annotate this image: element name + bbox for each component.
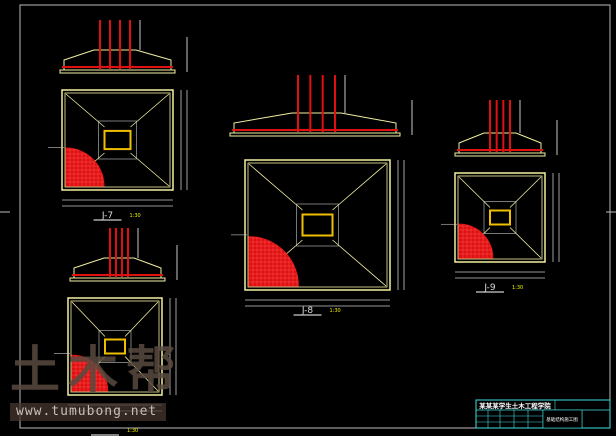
footing-1: J-7 1:30 (48, 20, 188, 221)
elevation-base (229, 132, 401, 137)
scale-label: 1:30 (127, 428, 138, 434)
footing-label: J-8 (301, 306, 314, 316)
elevation-base (69, 277, 166, 282)
slope-line (509, 227, 542, 259)
slope-line (458, 176, 491, 208)
footing-2: J-8 1:30 (229, 75, 413, 316)
footing-label: J-9 (483, 283, 496, 293)
elevation-base (59, 69, 176, 74)
slope-line (130, 152, 170, 187)
slope-line (124, 301, 159, 337)
project-title: 某某某学生土木工程学院 (479, 401, 551, 410)
plan-outline (67, 297, 163, 396)
footing-label: J-7 (101, 211, 113, 221)
plan-inner (64, 92, 171, 188)
plan-outline (244, 159, 391, 291)
plan-outline (61, 89, 174, 191)
tb-name-cell (542, 409, 583, 429)
drawing-name: 基础结构施工图 (546, 416, 578, 423)
plan-inner (70, 300, 160, 393)
column-outline (103, 129, 132, 151)
watermark-url: www.tumubong.net (10, 403, 166, 421)
slope-line (509, 176, 542, 208)
elevation-outline (458, 132, 542, 153)
rebar-mesh-quadrant (248, 236, 299, 287)
slope-line (248, 163, 303, 211)
column-detail (98, 330, 132, 363)
rebar-mesh-quadrant (71, 354, 109, 392)
rebar-mesh-quadrant (65, 147, 105, 187)
elevation-outline (73, 257, 162, 278)
column-detail (483, 201, 517, 234)
plan-inner (457, 175, 543, 260)
column-outline (489, 209, 511, 226)
elevation-outline (233, 112, 397, 133)
plan-outline (454, 172, 546, 263)
scale-label: 1:30 (330, 308, 341, 314)
slope-line (332, 239, 387, 287)
rebar-mesh-quadrant (458, 223, 494, 259)
elevation-outline (63, 49, 172, 70)
slope-line (65, 93, 105, 128)
scale-label: 1:30 (512, 285, 523, 291)
plan-inner (247, 162, 388, 288)
drawing-frame (19, 4, 611, 429)
elevation-base (454, 152, 546, 157)
column-outline (104, 338, 126, 355)
footing-4: 1:30 (54, 228, 178, 436)
column-detail (296, 203, 339, 247)
slope-line (332, 163, 387, 211)
footing-3: J-9 1:30 (441, 100, 560, 293)
slope-line (130, 93, 170, 128)
column-detail (98, 120, 137, 160)
slope-line (71, 301, 106, 337)
column-outline (301, 213, 334, 237)
watermark-logo: 土木帮 (10, 341, 184, 399)
scale-label: 1:30 (130, 213, 141, 219)
